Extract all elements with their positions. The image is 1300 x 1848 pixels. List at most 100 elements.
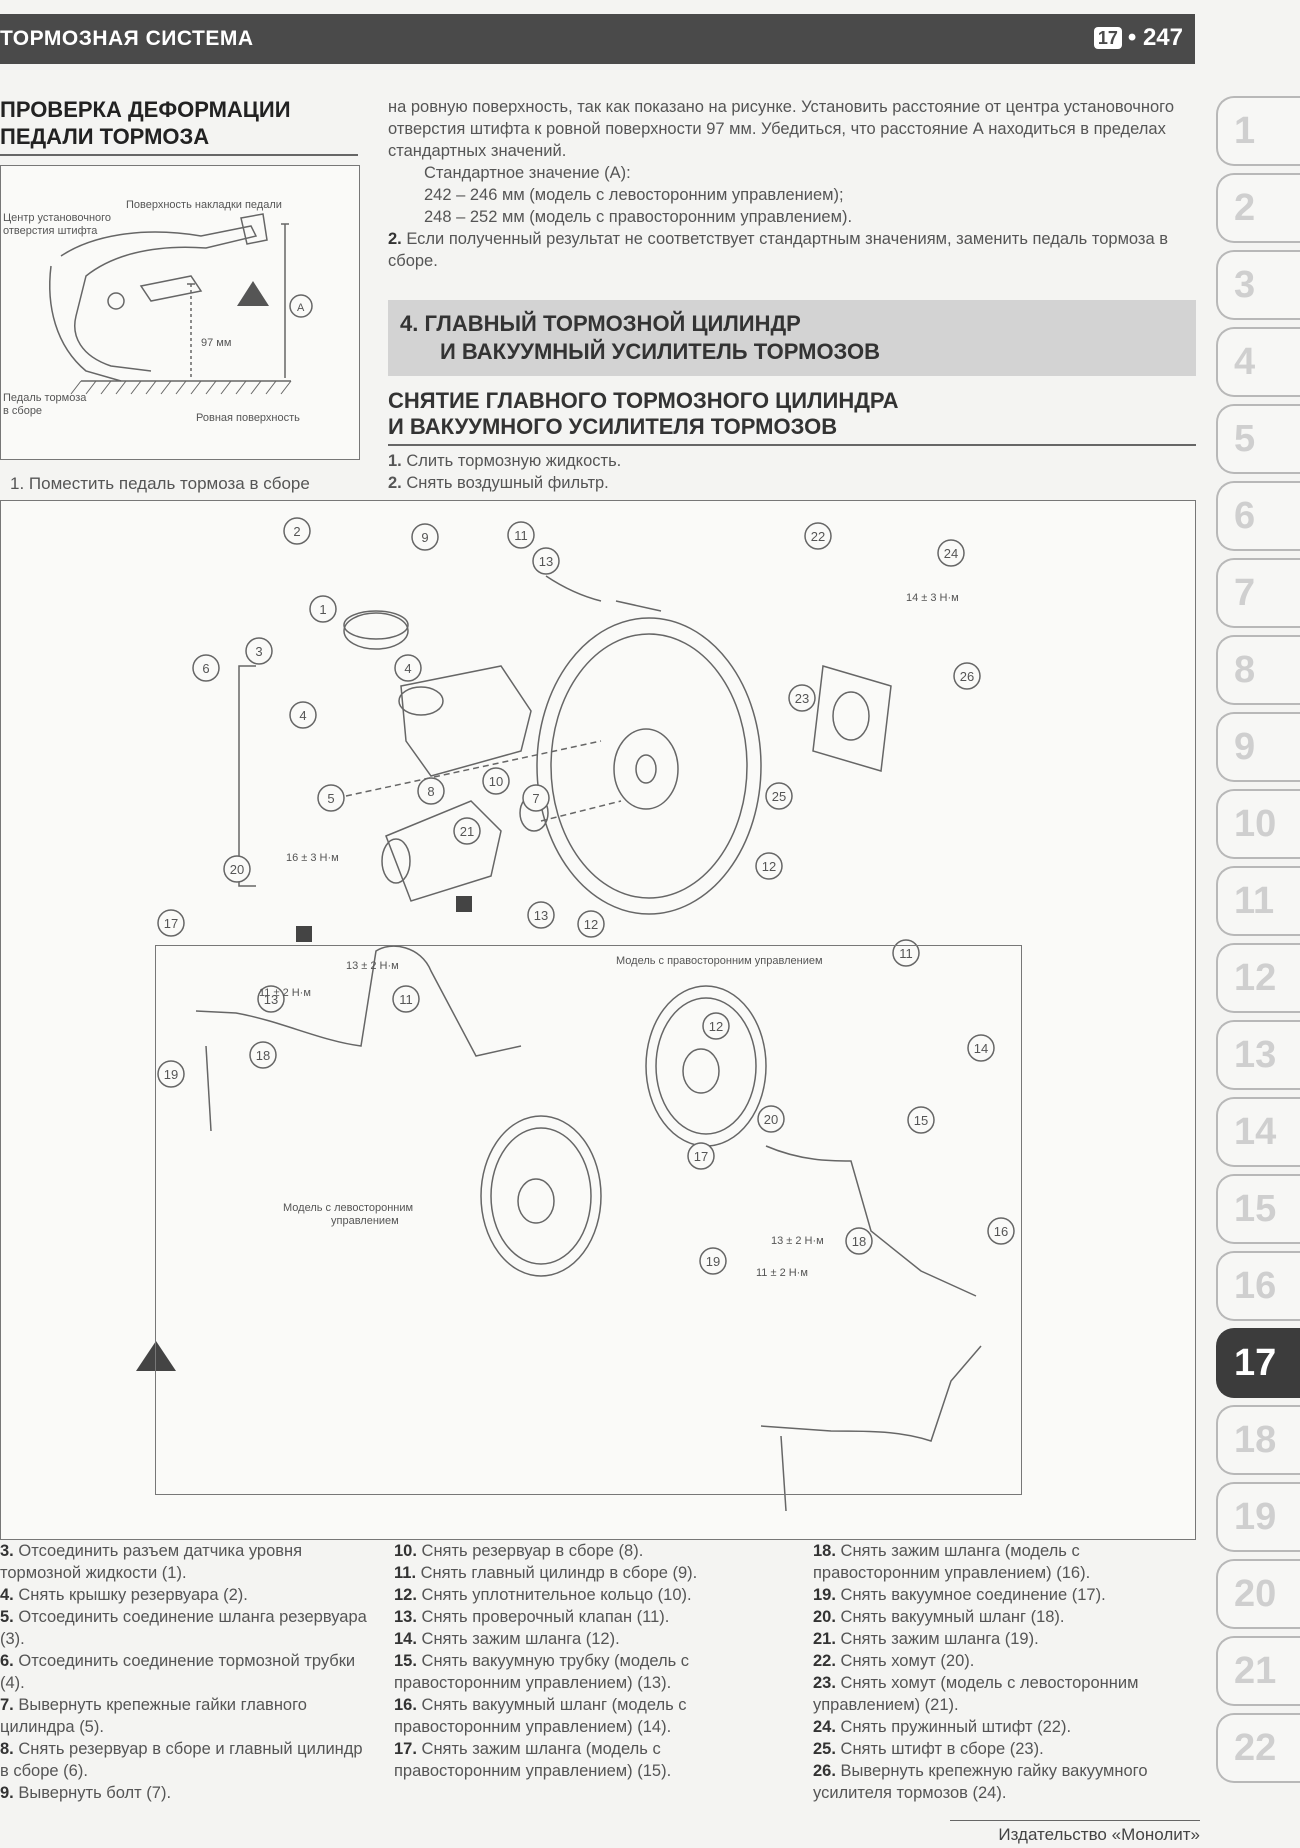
- callout-number: 7: [532, 791, 539, 806]
- step-num: 10.: [394, 1542, 417, 1560]
- label-flat-surface: Ровная поверхность: [196, 412, 300, 424]
- label-97mm: 97 мм: [201, 337, 231, 349]
- step-num: 2.: [388, 230, 402, 248]
- step-text: Снять хомут (20).: [840, 1652, 975, 1670]
- steps-column-1: 3. Отсоединить разъем датчика уровня тор…: [0, 1540, 368, 1804]
- chapter-tab-4[interactable]: 4: [1216, 327, 1300, 397]
- callout-number: 12: [584, 917, 598, 932]
- callout-circle: [482, 767, 510, 795]
- step-num: 20.: [813, 1608, 836, 1626]
- chapter-tab-7[interactable]: 7: [1216, 558, 1300, 628]
- step-num: 5.: [0, 1608, 14, 1626]
- chapter-tab-10[interactable]: 10: [1216, 789, 1300, 859]
- section-4-heading: 4. ГЛАВНЫЙ ТОРМОЗНОЙ ЦИЛИНДР И ВАКУУМНЫЙ…: [388, 300, 1196, 376]
- callout-number: 13: [539, 554, 553, 569]
- step-text: Снять зажим шланга (12).: [421, 1630, 620, 1648]
- callout-number: 4: [404, 661, 411, 676]
- step-num: 25.: [813, 1740, 836, 1758]
- step-num: 15.: [394, 1652, 417, 1670]
- removal-step: 16. Снять вакуумный шланг (модель с прав…: [394, 1694, 786, 1738]
- callout-circle: [192, 654, 220, 682]
- callout-circle: [453, 817, 481, 845]
- callout-circle: [317, 784, 345, 812]
- callout-circle: [157, 909, 185, 937]
- removal-step: 20. Снять вакуумный шланг (18).: [813, 1606, 1208, 1628]
- removal-step: 13. Снять проверочный клапан (11).: [394, 1606, 786, 1628]
- chapter-tab-2[interactable]: 2: [1216, 173, 1300, 243]
- removal-step: 7. Вывернуть крепежные гайки главного ци…: [0, 1694, 368, 1738]
- callout-circle: [392, 985, 420, 1013]
- chapter-tab-14[interactable]: 14: [1216, 1097, 1300, 1167]
- inset-hose-routing: [155, 945, 1022, 1495]
- removal-step: 17. Снять зажим шланга (модель с правост…: [394, 1738, 786, 1782]
- step-text: Снять вакуумный шланг (модель с правосто…: [394, 1696, 687, 1736]
- label-lhd-model-2: управлением: [331, 1215, 399, 1227]
- callout-number: 13: [534, 908, 548, 923]
- callout-number: 12: [709, 1019, 723, 1034]
- callout-number: 4: [299, 708, 306, 723]
- pedal-step-1: 1. Поместить педаль тормоза в сборе: [10, 474, 310, 493]
- chapter-tab-1[interactable]: 1: [1216, 96, 1300, 166]
- chapter-tab-5[interactable]: 5: [1216, 404, 1300, 474]
- chapter-tab-15[interactable]: 15: [1216, 1174, 1300, 1244]
- callout-circle: [257, 985, 285, 1013]
- chapter-tab-22[interactable]: 22: [1216, 1713, 1300, 1783]
- callout-number: 15: [914, 1113, 928, 1128]
- step-text: Снять крышку резервуара (2).: [18, 1586, 248, 1604]
- chapter-tab-13[interactable]: 13: [1216, 1020, 1300, 1090]
- removal-step: 4. Снять крышку резервуара (2).: [0, 1584, 368, 1606]
- step-text: Отсоединить соединение шланга резервуара…: [0, 1608, 367, 1648]
- chapter-tab-3[interactable]: 3: [1216, 250, 1300, 320]
- chapter-tab-19[interactable]: 19: [1216, 1482, 1300, 1552]
- chapter-tab-8[interactable]: 8: [1216, 635, 1300, 705]
- step-num: 14.: [394, 1630, 417, 1648]
- removal-step: 10. Снять резервуар в сборе (8).: [394, 1540, 786, 1562]
- step-num: 22.: [813, 1652, 836, 1670]
- step-num: 16.: [394, 1696, 417, 1714]
- callout-number: 24: [944, 546, 958, 561]
- callout-circle: [702, 1012, 730, 1040]
- step-num: 2.: [388, 474, 402, 492]
- chapter-tab-18[interactable]: 18: [1216, 1405, 1300, 1475]
- callout-circle: [687, 1142, 715, 1170]
- callout-number: 14: [974, 1041, 988, 1056]
- callout-circle: [411, 523, 439, 551]
- chapter-tab-16[interactable]: 16: [1216, 1251, 1300, 1321]
- callout-circle: [788, 684, 816, 712]
- callout-number: 10: [489, 774, 503, 789]
- label-a: A: [297, 302, 305, 314]
- callout-circle: [845, 1227, 873, 1255]
- label-rhd-model: Модель с правосторонним управлением: [616, 955, 823, 967]
- callout-number: 3: [255, 644, 262, 659]
- label-pedal-2: в сборе: [3, 405, 42, 417]
- label-hole-center-2: отверстия штифта: [3, 225, 98, 237]
- step-text: Снять проверочный клапан (11).: [421, 1608, 670, 1626]
- callout-circle: [804, 522, 832, 550]
- chapter-tab-21[interactable]: 21: [1216, 1636, 1300, 1706]
- chapter-tab-9[interactable]: 9: [1216, 712, 1300, 782]
- chapter-tab-6[interactable]: 6: [1216, 481, 1300, 551]
- step-num: 24.: [813, 1718, 836, 1736]
- step-text: Снять зажим шланга (модель с правосторон…: [394, 1740, 672, 1780]
- chapter-tab-11[interactable]: 11: [1216, 866, 1300, 936]
- label-lhd-model-1: Модель с левосторонним: [283, 1202, 413, 1214]
- label-pedal-1: Педаль тормоза: [3, 392, 87, 404]
- section-4-line1: 4. ГЛАВНЫЙ ТОРМОЗНОЙ ЦИЛИНДР: [400, 311, 801, 336]
- step-num: 18.: [813, 1542, 836, 1560]
- callout-circle: [532, 547, 560, 575]
- callout-number: 19: [706, 1254, 720, 1269]
- removal-step: 14. Снять зажим шланга (12).: [394, 1628, 786, 1650]
- step-num: 26.: [813, 1762, 836, 1780]
- callout-number: 26: [960, 669, 974, 684]
- label-hole-center-1: Центр установочного: [3, 212, 111, 224]
- footer-rule: [950, 1820, 1200, 1821]
- chapter-tab-12[interactable]: 12: [1216, 943, 1300, 1013]
- chapter-tab-20[interactable]: 20: [1216, 1559, 1300, 1629]
- callout-circle: [522, 784, 550, 812]
- chapter-tab-17[interactable]: 17: [1216, 1328, 1300, 1398]
- callout-circle: [765, 782, 793, 810]
- step-text: Снять резервуар в сборе (8).: [421, 1542, 644, 1560]
- callout-circle: [394, 654, 422, 682]
- callout-circle: [283, 517, 311, 545]
- callout-circle: [937, 539, 965, 567]
